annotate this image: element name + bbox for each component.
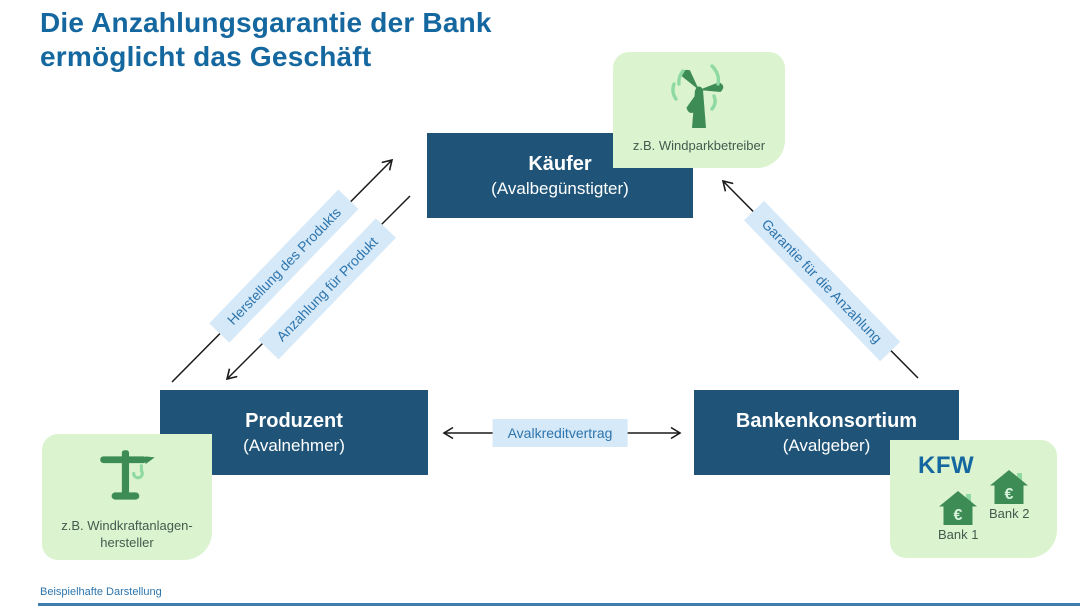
footer-disclaimer: Beispielhafte Darstellung — [40, 586, 162, 598]
bank-1-label: Bank 1 — [938, 527, 979, 542]
node-produzent-role: (Avalnehmer) — [243, 435, 345, 455]
note-windparkbetreiber: z.B. Windparkbetreiber — [613, 52, 785, 168]
svg-text:€: € — [1005, 486, 1014, 503]
node-kaeufer-role: (Avalbegünstigter) — [491, 178, 629, 198]
note-windkraftanlagenhersteller: z.B. Windkraftanlagen- hersteller — [42, 434, 212, 560]
node-produzent: Produzent (Avalnehmer) — [160, 390, 428, 475]
wind-turbine-icon — [661, 58, 737, 138]
svg-text:€: € — [954, 507, 963, 524]
node-bankenkonsortium: Bankenkonsortium (Avalgeber) — [694, 390, 959, 475]
node-banken-name: Bankenkonsortium — [735, 409, 918, 432]
euro-house-icon: € — [939, 491, 978, 525]
page-title: Die Anzahlungsgarantie der Bank ermöglic… — [40, 6, 600, 74]
page-title-line1: Die Anzahlungsgarantie der Bank — [40, 7, 492, 38]
node-kaeufer-name: Käufer — [528, 152, 592, 175]
euro-house-icon: € — [990, 470, 1029, 504]
bottom-rule — [38, 603, 1080, 606]
note-windkraft-label: z.B. Windkraftanlagen- hersteller — [61, 518, 193, 550]
crane-icon — [91, 438, 163, 518]
kfw-logo: KFW — [918, 452, 975, 479]
page-title-line2: ermöglicht das Geschäft — [40, 41, 372, 72]
node-produzent-name: Produzent — [245, 409, 343, 432]
bank-1: € Bank 1 — [938, 490, 978, 542]
bank-2: € Bank 2 — [989, 469, 1029, 521]
note-windpark-label: z.B. Windparkbetreiber — [632, 138, 766, 153]
edge-label-avalkreditvertrag: Avalkreditvertrag — [492, 419, 628, 447]
note-kfw-banks: KFW € Bank 1 € Bank 2 — [890, 440, 1057, 558]
node-banken-role: (Avalgeber) — [782, 435, 871, 455]
bank-2-label: Bank 2 — [989, 506, 1030, 521]
